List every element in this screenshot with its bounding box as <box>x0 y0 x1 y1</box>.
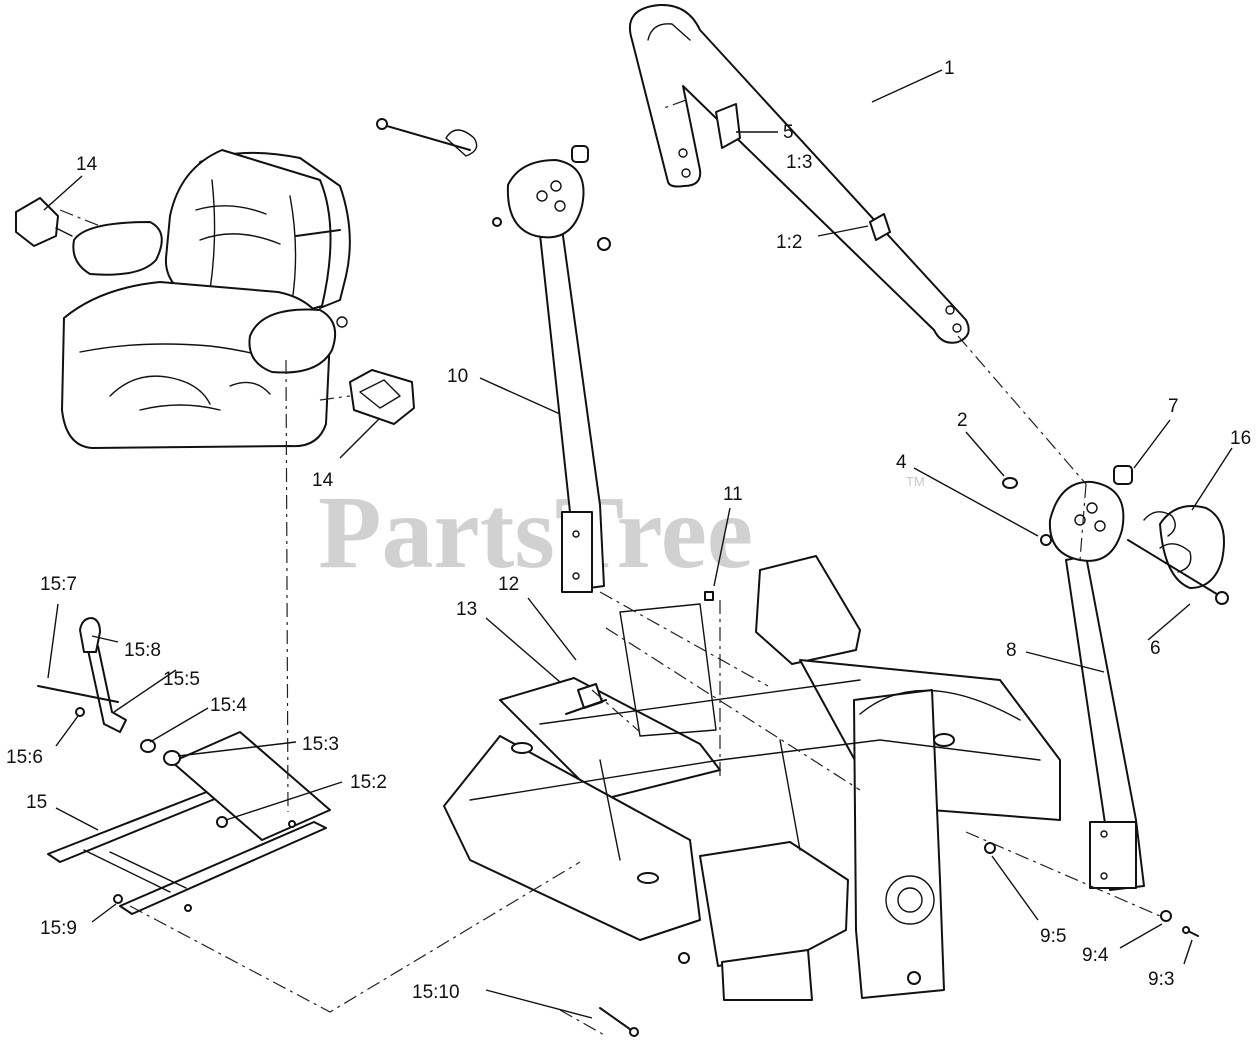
callout-1: 1 <box>944 58 955 79</box>
callout-16: 16 <box>1230 428 1251 449</box>
callout-15-8: 15:8 <box>124 640 161 661</box>
seat-adjuster <box>37 617 331 915</box>
callout-6: 6 <box>1150 638 1161 659</box>
callout-14-switch-left: 14 <box>76 154 98 175</box>
assembly-lines <box>59 99 1161 1037</box>
seat-assembly <box>15 149 415 449</box>
callout-4: 4 <box>896 452 907 473</box>
callout-15-5: 15:5 <box>163 669 200 690</box>
watermark-trademark: TM <box>906 474 925 489</box>
watermark: PartsTree TM <box>318 474 925 590</box>
callout-9-3: 9:3 <box>1148 969 1174 990</box>
callout-9-5: 9:5 <box>1040 926 1066 947</box>
callout-15: 15 <box>26 792 47 813</box>
callout-10: 10 <box>447 366 468 387</box>
main-frame <box>443 555 1199 1037</box>
callout-13: 13 <box>456 599 477 620</box>
decal-5 <box>715 103 741 149</box>
rops-left-post <box>376 118 611 593</box>
callout-labels: 1 5 1:3 1:2 14 14 10 2 7 16 4 11 12 13 6… <box>6 58 1251 1003</box>
callout-8: 8 <box>1006 640 1017 661</box>
rops-right-post <box>1002 465 1229 891</box>
callout-15-10: 15:10 <box>412 982 460 1003</box>
callout-15-7: 15:7 <box>40 574 77 595</box>
callout-2: 2 <box>957 410 968 431</box>
rops-upper-hoop <box>629 3 970 344</box>
callout-15-2: 15:2 <box>350 772 387 793</box>
callout-15-6: 15:6 <box>6 747 43 768</box>
callout-9-4: 9:4 <box>1082 945 1109 966</box>
watermark-text: PartsTree <box>318 475 753 590</box>
callout-1-2: 1:2 <box>776 232 802 253</box>
callout-15-9: 15:9 <box>40 918 77 939</box>
decal-1-2 <box>869 213 891 241</box>
callout-11: 11 <box>723 484 743 505</box>
callout-15-4: 15:4 <box>210 695 247 716</box>
callout-12: 12 <box>498 574 519 595</box>
callout-15-3: 15:3 <box>302 734 339 755</box>
callout-14-switch-right: 14 <box>312 470 334 491</box>
callout-1-3: 1:3 <box>786 152 812 173</box>
callout-5: 5 <box>783 122 794 143</box>
callout-7: 7 <box>1168 396 1179 417</box>
leader-lines <box>43 69 1233 1019</box>
